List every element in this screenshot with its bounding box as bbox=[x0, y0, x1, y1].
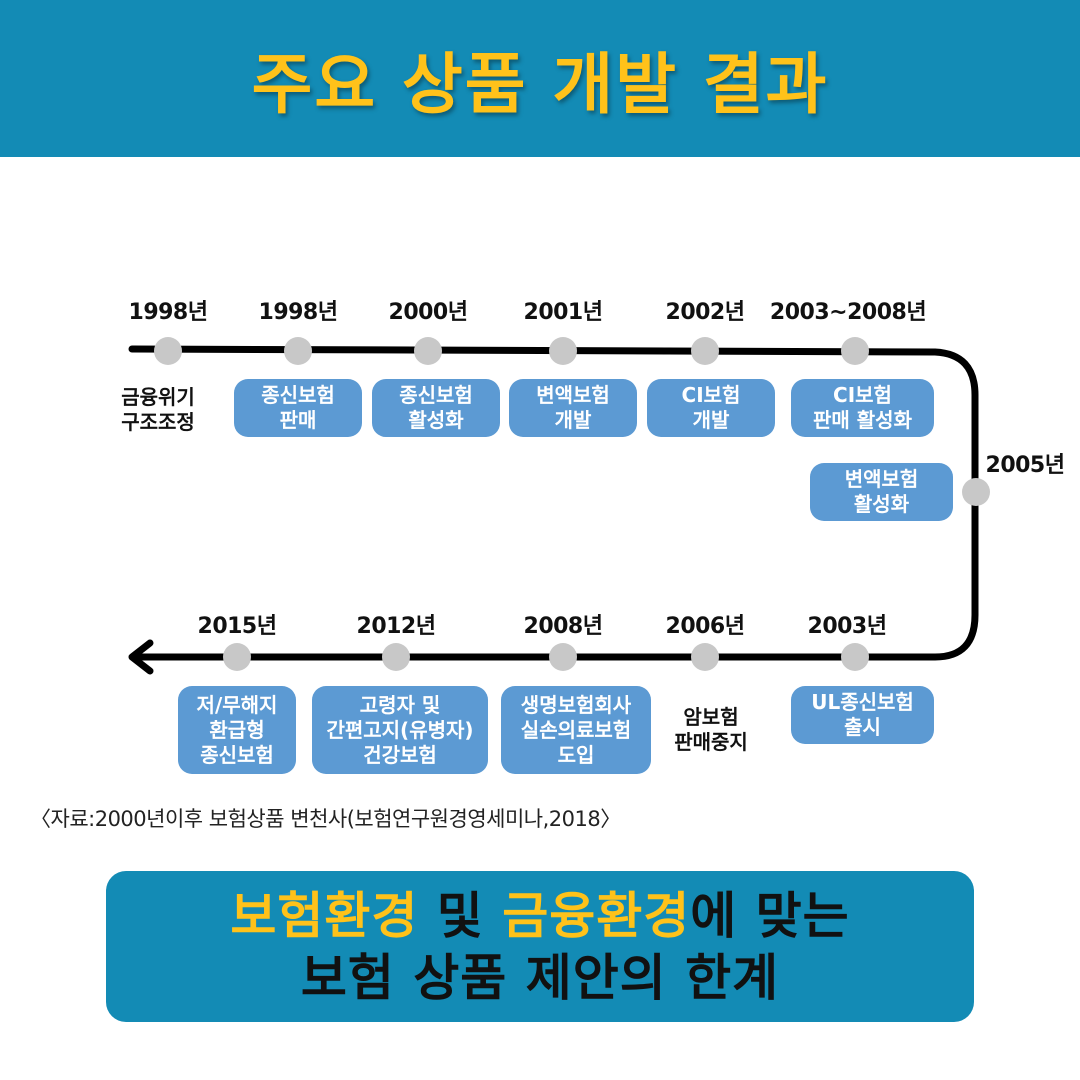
conclusion-banner: 보험환경 및 금융환경에 맞는 보험 상품 제안의 한계 bbox=[106, 871, 974, 1022]
year-label: 2000년 bbox=[388, 300, 468, 325]
banner-highlight: 보험환경 bbox=[230, 886, 419, 945]
year-label: 2002년 bbox=[665, 300, 745, 325]
banner-text: 에 맞는 bbox=[690, 886, 850, 945]
year-label: 2012년 bbox=[356, 614, 436, 639]
timeline-dot bbox=[154, 337, 182, 365]
timeline-dot bbox=[223, 643, 251, 671]
timeline-dot bbox=[691, 643, 719, 671]
banner-line-1: 보험환경 및 금융환경에 맞는 bbox=[230, 885, 849, 947]
timeline-dot bbox=[549, 643, 577, 671]
year-label: 2015년 bbox=[197, 614, 277, 639]
year-label: 1998년 bbox=[258, 300, 338, 325]
year-label: 2005년 bbox=[985, 453, 1065, 478]
banner-line-2: 보험 상품 제안의 한계 bbox=[300, 948, 780, 1007]
arrow-head-icon bbox=[128, 639, 154, 675]
header-bar: 주요 상품 개발 결과 bbox=[0, 0, 1080, 157]
timeline-dot bbox=[841, 643, 869, 671]
year-label: 2003~2008년 bbox=[769, 300, 927, 325]
banner-text: 및 bbox=[418, 886, 503, 945]
banner-highlight: 금융환경 bbox=[502, 886, 691, 945]
timeline-dot bbox=[414, 337, 442, 365]
timeline-dot bbox=[841, 337, 869, 365]
timeline-dot bbox=[691, 337, 719, 365]
year-label: 2008년 bbox=[523, 614, 603, 639]
timeline-dot bbox=[284, 337, 312, 365]
year-label: 1998년 bbox=[128, 300, 208, 325]
timeline-dot bbox=[382, 643, 410, 671]
page-title: 주요 상품 개발 결과 bbox=[251, 45, 829, 123]
timeline-dot bbox=[549, 337, 577, 365]
source-citation: 〈자료:2000년이후 보험상품 변천사(보험연구원경영세미나,2018〉 bbox=[30, 807, 621, 831]
timeline-dot bbox=[962, 478, 990, 506]
year-label: 2003년 bbox=[807, 614, 887, 639]
year-label: 2001년 bbox=[523, 300, 603, 325]
year-label: 2006년 bbox=[665, 614, 745, 639]
